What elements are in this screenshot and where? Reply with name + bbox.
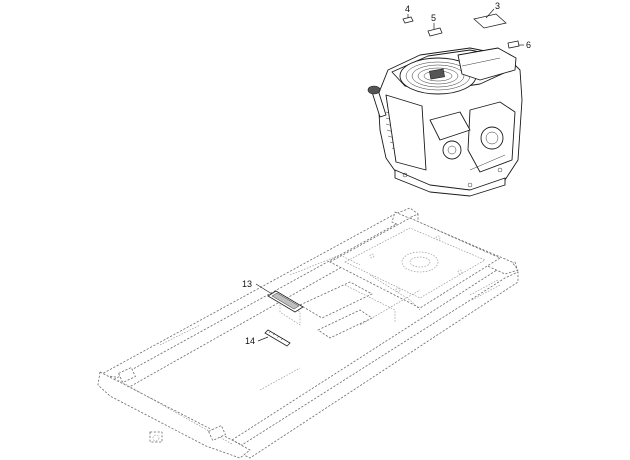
callout-13: 13: [242, 279, 273, 295]
callout-3: 3: [485, 1, 500, 19]
part-6-decal: [507, 40, 520, 49]
chassis-frame: [97, 207, 519, 459]
callout-5: 5: [431, 13, 436, 29]
callout-3-label: 3: [495, 1, 500, 11]
callout-6: 6: [519, 40, 531, 50]
part-13-decal: [267, 290, 304, 313]
callout-5-label: 5: [431, 13, 436, 23]
callout-4-label: 4: [405, 4, 410, 14]
callout-13-label: 13: [242, 279, 252, 289]
callout-6-label: 6: [526, 40, 531, 50]
callout-14-label: 14: [245, 336, 255, 346]
callout-14: 14: [245, 336, 269, 346]
callout-4: 4: [405, 4, 410, 18]
part-14-decal: [264, 329, 291, 347]
part-5-decal: [427, 27, 443, 37]
part-3-decal: [473, 13, 507, 29]
engine-assembly: [367, 47, 523, 197]
